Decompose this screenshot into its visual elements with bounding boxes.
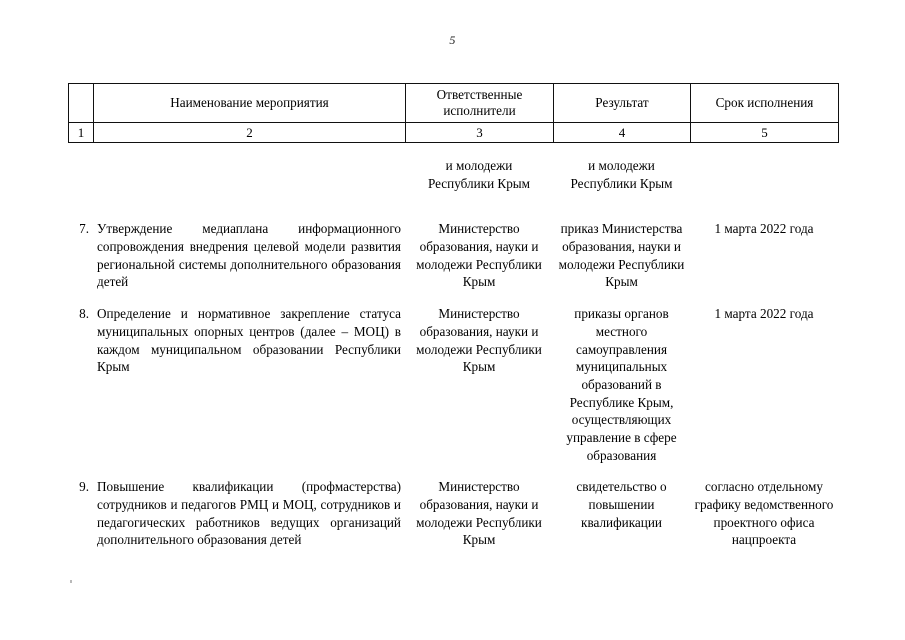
action-plan-table: Наименование мероприятия Ответственные и… (68, 83, 839, 549)
row-deadline: 1 марта 2022 года (714, 306, 814, 322)
column-index-1: 1 (68, 122, 94, 143)
spacer-cell (93, 143, 405, 157)
spacer-cell (68, 291, 93, 305)
column-index-5: 5 (690, 122, 839, 143)
spacer-cell (93, 192, 405, 220)
table-header-grid: Наименование мероприятия Ответственные и… (68, 83, 839, 143)
table-body: и молодежи Республики Крым и молодежи Ре… (68, 143, 838, 549)
row-result: свидетельство о повышении квалификации (576, 479, 667, 530)
row-number: 8. (79, 306, 89, 322)
row-measure: Повышение квалификации (профмастерства) … (97, 479, 401, 548)
column-index-4: 4 (553, 122, 691, 143)
column-header-result: Результат (553, 83, 691, 123)
row-measure: Определение и нормативное закрепление ст… (97, 306, 401, 375)
spacer-cell (405, 192, 553, 220)
scan-artifact (70, 580, 72, 583)
spacer-cell (68, 143, 93, 157)
row-gap-spacer (68, 192, 838, 220)
spacer-cell (553, 143, 690, 157)
spacer-cell (68, 192, 93, 220)
spacer-cell (690, 291, 838, 305)
spacer-cell (93, 291, 405, 305)
column-header-index (68, 83, 94, 123)
row-measure (93, 157, 405, 192)
column-header-measure: Наименование мероприятия (93, 83, 406, 123)
table-row: 7. Утверждение медиаплана информационног… (68, 220, 838, 291)
spacer-cell (690, 143, 838, 157)
column-index-3: 3 (405, 122, 554, 143)
row-result: и молодежи Республики Крым (570, 158, 673, 191)
row-result: приказы органов местного самоуправления … (566, 306, 677, 463)
row-result: приказ Министерства образования, науки и… (558, 221, 685, 290)
row-number: 9. (79, 479, 89, 495)
row-responsible: и молодежи Республики Крым (427, 158, 531, 191)
row-gap-spacer (68, 464, 838, 478)
row-deadline: согласно отдельному графику ведомственно… (694, 479, 834, 548)
row-deadline: 1 марта 2022 года (714, 221, 814, 237)
column-index-2: 2 (93, 122, 406, 143)
row-number: 7. (79, 221, 89, 237)
row-responsible: Министерство образования, науки и молоде… (416, 306, 542, 375)
row-responsible: Министерство образования, науки и молоде… (416, 221, 542, 290)
column-header-deadline: Срок исполнения (690, 83, 839, 123)
table-row: 9. Повышение квалификации (профмастерств… (68, 478, 838, 549)
spacer-cell (405, 143, 553, 157)
table-header-row: Наименование мероприятия Ответственные и… (68, 83, 839, 123)
table-row-continuation: и молодежи Республики Крым и молодежи Ре… (68, 157, 838, 192)
spacer-cell (93, 464, 405, 478)
spacer-cell (553, 192, 690, 220)
table-row: 8. Определение и нормативное закрепление… (68, 305, 838, 464)
row-gap-spacer (68, 291, 838, 305)
row-number (68, 157, 93, 192)
row-deadline (690, 157, 838, 192)
spacer-cell (553, 464, 690, 478)
row-responsible: Министерство образования, науки и молоде… (416, 479, 542, 548)
column-header-responsible: Ответственные исполнители (405, 83, 554, 123)
spacer-cell (68, 464, 93, 478)
spacer-cell (405, 291, 553, 305)
row-measure: Утверждение медиаплана информационного с… (97, 221, 401, 290)
spacer-cell (690, 192, 838, 220)
page-number: 5 (449, 33, 456, 47)
spacer-cell (553, 291, 690, 305)
spacer-cell (690, 464, 838, 478)
body-top-spacer (68, 143, 838, 157)
spacer-cell (405, 464, 553, 478)
table-column-index-row: 1 2 3 4 5 (68, 122, 839, 143)
